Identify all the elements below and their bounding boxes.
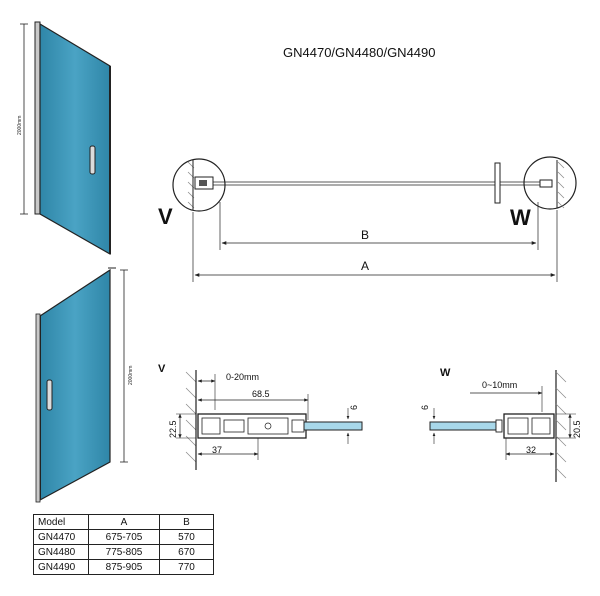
table-row: GN4490 875-905 770 (33, 559, 214, 575)
table-cell: 770 (159, 559, 214, 575)
detail-v-base: 37 (212, 445, 222, 455)
detail-v-glass: 6 (349, 405, 359, 410)
detail-v-width: 68.5 (252, 389, 270, 399)
table-row: GN4470 675-705 570 (33, 529, 214, 545)
detail-v: V 0-20mm 68.5 6 (158, 363, 363, 470)
detail-w-depth: 20.5 (572, 420, 582, 438)
table-header-row: Model A B (33, 514, 214, 530)
table-cell: 570 (159, 529, 214, 545)
height-label-top: 2000mm (17, 116, 23, 135)
door-elevation-bottom: 2000mm (35, 267, 134, 503)
detail-v-gap: 0-20mm (226, 372, 259, 382)
door-elevation-top: 2000mm (17, 21, 111, 256)
table-cell: GN4490 (33, 559, 89, 575)
detail-w: W 0~10mm 6 20.5 (420, 367, 582, 482)
detail-v-label: V (158, 363, 166, 375)
detail-w-glass: 6 (420, 405, 430, 410)
table-cell: GN4470 (33, 529, 89, 545)
table-header: B (159, 514, 214, 530)
detail-v-depth: 22.5 (168, 420, 178, 438)
detail-w-gap: 0~10mm (482, 380, 517, 390)
plan-view: V W B A (158, 156, 577, 282)
plan-label-v: V (158, 204, 173, 229)
table-cell: 775-805 (88, 544, 160, 560)
table-cell: 675-705 (88, 529, 160, 545)
dimension-b: B (361, 228, 369, 242)
detail-w-base: 32 (526, 445, 536, 455)
table-header: Model (33, 514, 89, 530)
table-cell: 875-905 (88, 559, 160, 575)
table-header: A (88, 514, 160, 530)
table-row: GN4480 775-805 670 (33, 544, 214, 560)
dimension-a: A (361, 259, 369, 273)
model-title: GN4470/GN4480/GN4490 (283, 45, 435, 60)
model-dimension-table: Model A B GN4470 675-705 570 GN4480 775-… (33, 514, 214, 575)
height-label-bottom: 2000mm (128, 366, 134, 385)
table-cell: GN4480 (33, 544, 89, 560)
table-cell: 670 (159, 544, 214, 560)
plan-label-w: W (510, 205, 531, 230)
detail-w-label: W (440, 367, 451, 379)
